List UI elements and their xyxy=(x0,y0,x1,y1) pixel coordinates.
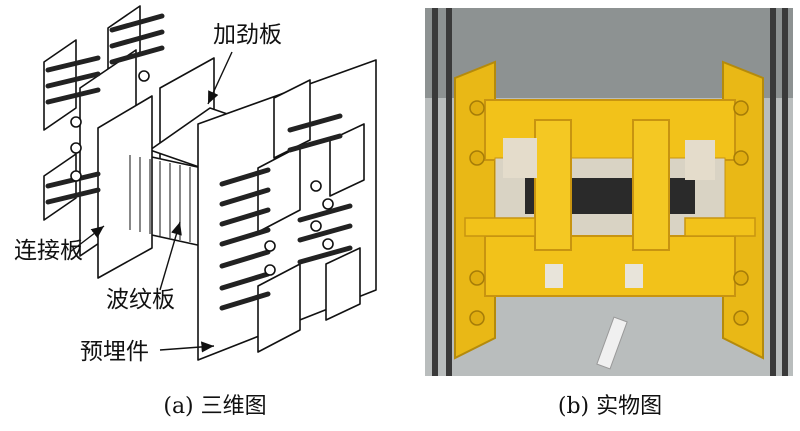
diagram-3d-view: 加劲板 连接板 波纹板 预埋件 xyxy=(0,0,400,392)
caption-a: (a) 三维图 xyxy=(163,394,267,419)
leader-stiffener xyxy=(207,51,233,105)
photo-view xyxy=(425,8,793,376)
leader-embedded xyxy=(159,341,215,353)
steel-assembly xyxy=(454,60,764,360)
anchor-rods xyxy=(45,13,353,311)
small-plate-5 xyxy=(273,79,311,159)
bolts xyxy=(70,70,334,276)
label-stiffener: 加劲板 xyxy=(213,22,282,48)
small-plate-3 xyxy=(257,263,301,353)
label-corrugated: 波纹板 xyxy=(106,287,175,313)
pipe-object xyxy=(596,316,628,370)
connector-plate-front-left xyxy=(97,95,153,279)
rebar-cages xyxy=(432,8,788,376)
small-plate-4 xyxy=(325,247,361,321)
caption-b: (b) 实物图 xyxy=(557,394,663,419)
small-plate-2 xyxy=(329,123,365,197)
label-embedded: 预埋件 xyxy=(80,339,149,365)
diagram-3d-svg xyxy=(43,5,377,361)
leader-corrugated xyxy=(159,221,182,291)
photo-svg xyxy=(425,8,793,376)
leader-connector xyxy=(69,225,105,253)
label-connector: 连接板 xyxy=(14,238,83,264)
